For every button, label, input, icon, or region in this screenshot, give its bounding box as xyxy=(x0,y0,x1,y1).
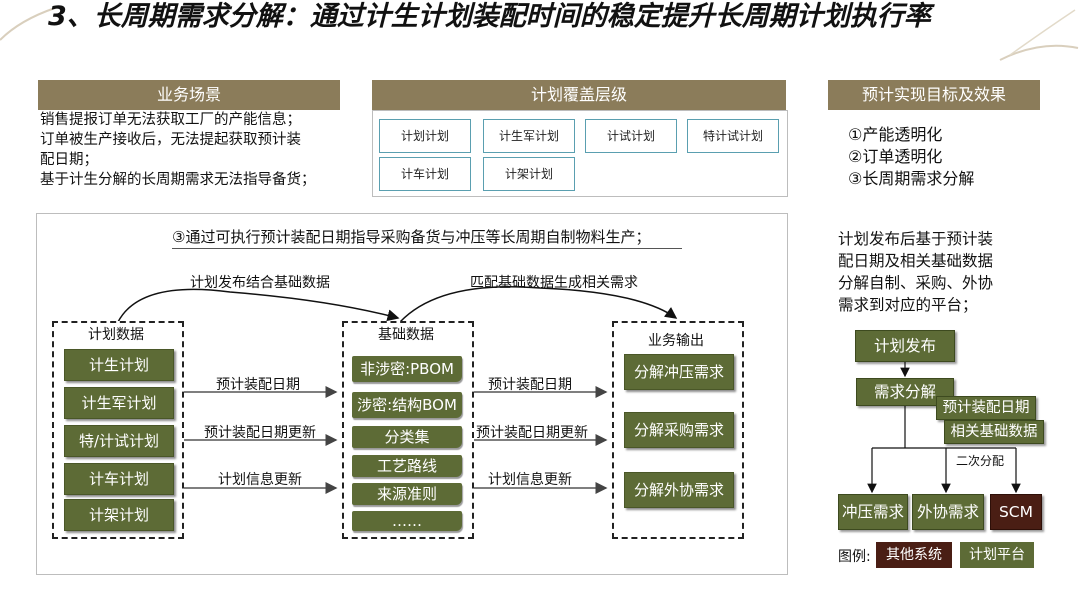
scenario-line: 订单被生产接收后，无法提起获取预计装 xyxy=(40,132,301,148)
base-item: 来源准则 xyxy=(352,483,462,505)
desc-line: 计划发布后基于预计装 xyxy=(838,230,994,248)
level-box: 计架计划 xyxy=(483,157,575,191)
plan-item: 计生军计划 xyxy=(64,387,174,419)
goal-item: ②订单透明化 xyxy=(848,147,943,166)
tag-assembly-date: 预计装配日期 xyxy=(936,396,1036,420)
left-arrow-label: 预计装配日期更新 xyxy=(204,425,316,441)
scenario-header: 业务场景 xyxy=(38,80,340,110)
base-item: 分类集 xyxy=(352,426,462,448)
right-arrow-label: 计划信息更新 xyxy=(488,472,572,488)
publish-box: 计划发布 xyxy=(855,330,955,362)
scenario-text: 销售提报订单无法获取工厂的产能信息； 订单被生产接收后，无法提起获取预计装 配日… xyxy=(40,110,360,190)
target-scm: SCM xyxy=(990,494,1042,530)
arc-left-label: 计划发布结合基础数据 xyxy=(190,275,330,291)
target-outsourcing: 外协需求 xyxy=(912,494,984,530)
desc-line: 需求到对应的平台； xyxy=(838,296,978,314)
coverage-header: 计划覆盖层级 xyxy=(372,80,786,110)
target-stamping: 冲压需求 xyxy=(838,494,908,530)
right-arrow-label: 预计装配日期更新 xyxy=(476,425,588,441)
plan-item: 计生计划 xyxy=(64,349,174,381)
desc-line: 分解自制、采购、外协 xyxy=(838,274,994,292)
scenario-line: 销售提报订单无法获取工厂的产能信息； xyxy=(40,112,301,128)
left-arrow-label: 预计装配日期 xyxy=(216,377,300,393)
arc-right-label: 匹配基础数据生成相关需求 xyxy=(470,275,638,291)
output-item: 分解采购需求 xyxy=(624,412,734,448)
base-item: 涉密:结构BOM xyxy=(352,392,462,418)
goal-item: ③长周期需求分解 xyxy=(848,169,975,188)
base-item: …… xyxy=(352,511,462,531)
legend-label: 图例: xyxy=(838,549,871,565)
page-title: 3、长周期需求分解：通过计生计划装配时间的稳定提升长周期计划执行率 xyxy=(48,1,931,32)
level-box: 特计试计划 xyxy=(687,119,779,153)
plan-group-title: 计划数据 xyxy=(88,327,144,343)
plan-item: 计车计划 xyxy=(64,463,174,495)
level-box: 计试计划 xyxy=(585,119,677,153)
goal-item: ①产能透明化 xyxy=(848,125,943,144)
output-item: 分解冲压需求 xyxy=(624,354,734,390)
desc-line: 配日期及相关基础数据 xyxy=(838,252,994,270)
legend-other-system: 其他系统 xyxy=(876,542,952,568)
plan-item: 计架计划 xyxy=(64,499,174,531)
plan-item: 特/计试计划 xyxy=(64,425,174,457)
goals-list: ①产能透明化 ②订单透明化 ③长周期需求分解 xyxy=(848,124,1048,190)
output-group-title: 业务输出 xyxy=(648,333,704,349)
goals-header: 预计实现目标及效果 xyxy=(828,80,1040,110)
second-allocation-label: 二次分配 xyxy=(956,454,1005,468)
heading-underline xyxy=(172,248,682,249)
base-item: 非涉密:PBOM xyxy=(352,356,462,382)
right-description: 计划发布后基于预计装 配日期及相关基础数据 分解自制、采购、外协 需求到对应的平… xyxy=(838,228,1038,316)
coverage-panel: 计划计划 计生军计划 计试计划 特计试计划 计车计划 计架计划 xyxy=(372,110,788,197)
level-box: 计生军计划 xyxy=(483,119,575,153)
left-arrow-label: 计划信息更新 xyxy=(218,472,302,488)
right-arrow-label: 预计装配日期 xyxy=(488,377,572,393)
tag-base-data: 相关基础数据 xyxy=(944,420,1044,444)
scenario-line: 基于计生分解的长周期需求无法指导备货； xyxy=(40,172,316,188)
scenario-line: 配日期； xyxy=(40,152,98,168)
base-item: 工艺路线 xyxy=(352,455,462,477)
flow-heading: ③通过可执行预计装配日期指导采购备货与冲压等长周期自制物料生产； xyxy=(172,228,651,246)
level-box: 计车计划 xyxy=(379,157,471,191)
output-item: 分解外协需求 xyxy=(624,472,734,508)
level-box: 计划计划 xyxy=(379,119,471,153)
legend-plan-platform: 计划平台 xyxy=(960,542,1034,568)
base-group-title: 基础数据 xyxy=(378,327,434,343)
